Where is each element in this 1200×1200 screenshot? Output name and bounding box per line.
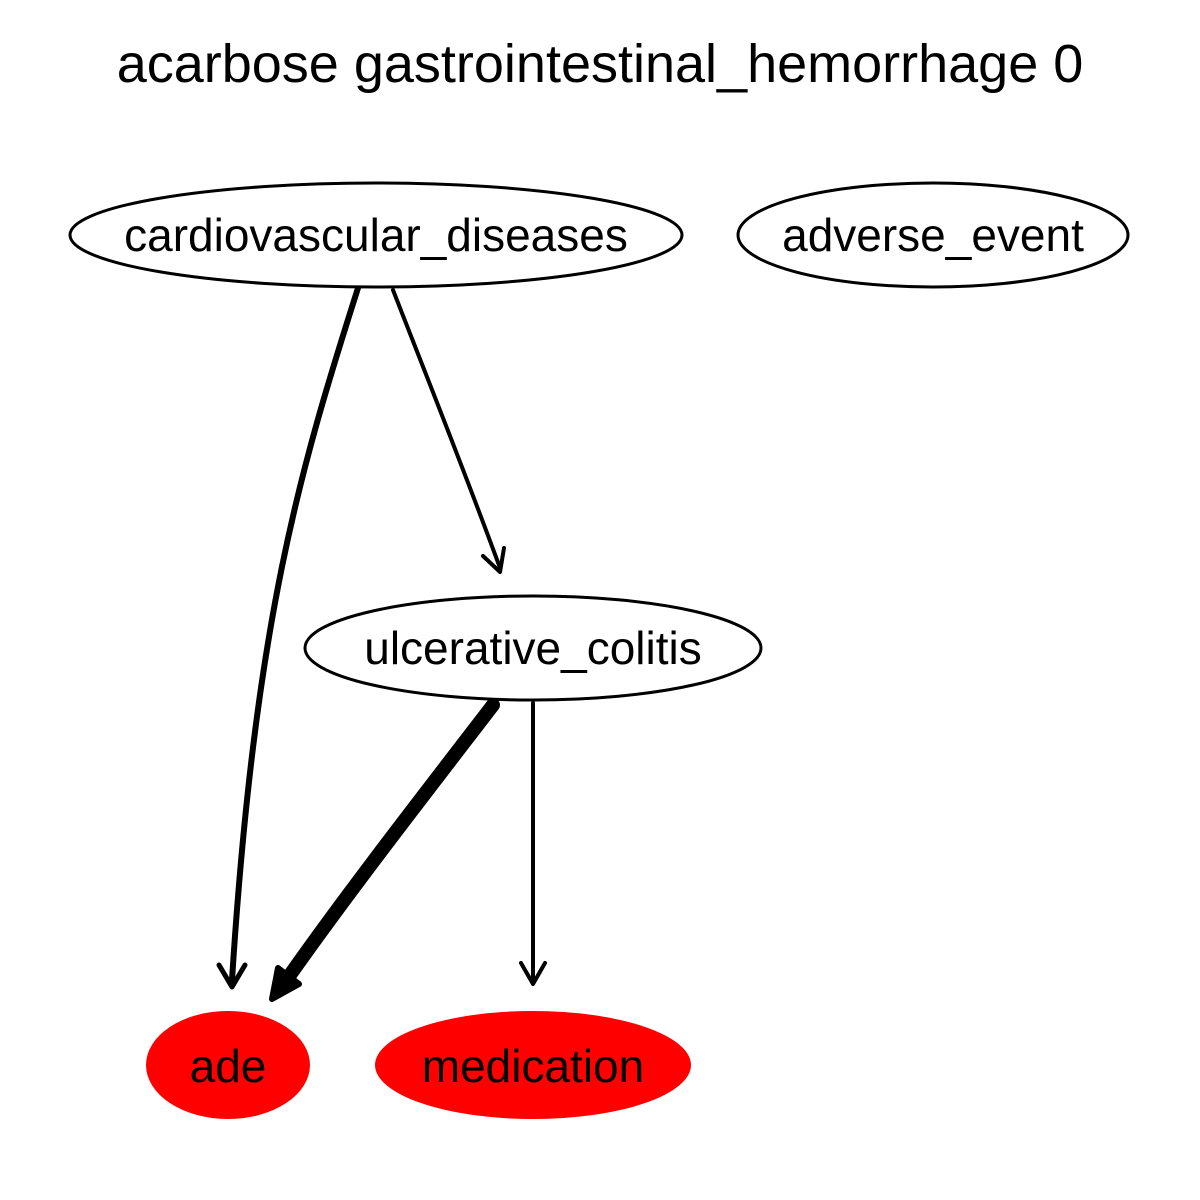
edge-cardiovascular_diseases-to-ade	[216, 285, 361, 990]
edge-ulcerative_colitis-to-medication	[519, 701, 547, 986]
edge-cardiovascular_diseases-to-ulcerative_colitis	[391, 288, 506, 574]
edge-ulcerative_colitis-to-ade	[269, 698, 500, 1002]
node-ade[interactable]: ade	[146, 1011, 310, 1119]
node-adverse_event[interactable]: adverse_event	[736, 181, 1130, 289]
node-label: adverse_event	[782, 209, 1084, 261]
edges	[216, 285, 547, 1002]
node-label: medication	[422, 1040, 644, 1092]
node-label: ade	[190, 1040, 267, 1092]
node-cardiovascular_diseases[interactable]: cardiovascular_diseases	[68, 181, 684, 289]
node-ulcerative_colitis[interactable]: ulcerative_colitis	[303, 594, 763, 702]
node-label: cardiovascular_diseases	[124, 209, 628, 261]
diagram-title: acarbose gastrointestinal_hemorrhage 0	[117, 34, 1084, 94]
nodes: cardiovascular_diseases adverse_event ul…	[68, 181, 1130, 1119]
node-label: ulcerative_colitis	[364, 622, 701, 674]
node-medication[interactable]: medication	[375, 1011, 691, 1119]
